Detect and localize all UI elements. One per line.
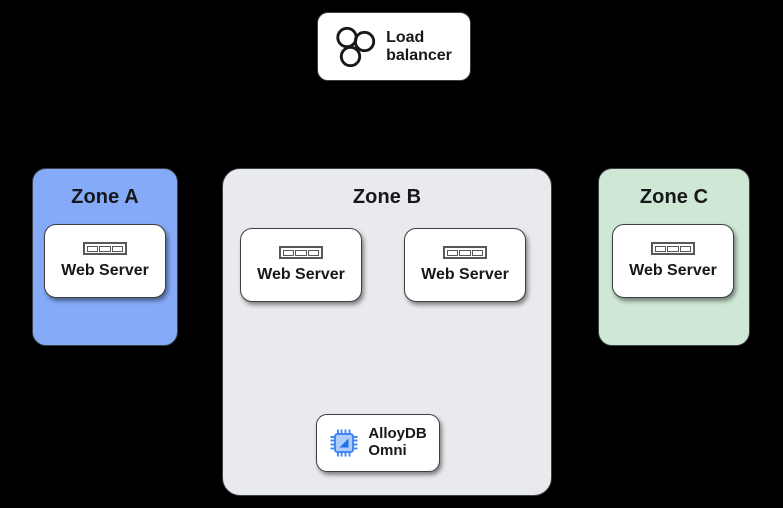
server-rack-icon xyxy=(279,246,323,260)
server-rack-icon xyxy=(83,242,127,256)
web-server-label: Web Server xyxy=(61,262,149,280)
web-server-label: Web Server xyxy=(421,266,509,284)
web-server-node-zone-c[interactable]: Web Server xyxy=(612,224,734,298)
zone-a-title: Zone A xyxy=(71,186,139,208)
web-server-label: Web Server xyxy=(629,262,717,280)
alloydb-omni-label: AlloyDB Omni xyxy=(368,425,427,460)
alloydb-omni-label-line1: AlloyDB xyxy=(368,425,427,443)
load-balancer-label-line2: balancer xyxy=(386,46,452,64)
load-balancer-node[interactable]: Load balancer xyxy=(317,12,471,81)
web-server-label: Web Server xyxy=(257,266,345,284)
zone-b-title: Zone B xyxy=(352,186,422,208)
server-rack-icon xyxy=(651,242,695,256)
load-balancer-label-line1: Load xyxy=(386,28,425,46)
alloydb-omni-node[interactable]: AlloyDB Omni xyxy=(316,414,440,472)
alloydb-omni-label-line2: Omni xyxy=(368,442,407,459)
zone-c-title: Zone C xyxy=(639,186,709,208)
web-server-node-zone-a[interactable]: Web Server xyxy=(44,224,166,298)
three-circles-icon xyxy=(336,26,376,68)
load-balancer-label: Load balancer xyxy=(386,29,452,65)
server-rack-icon xyxy=(443,246,487,260)
cpu-chip-icon xyxy=(329,428,359,458)
web-server-node-zone-b-2[interactable]: Web Server xyxy=(404,228,526,302)
web-server-node-zone-b-1[interactable]: Web Server xyxy=(240,228,362,302)
